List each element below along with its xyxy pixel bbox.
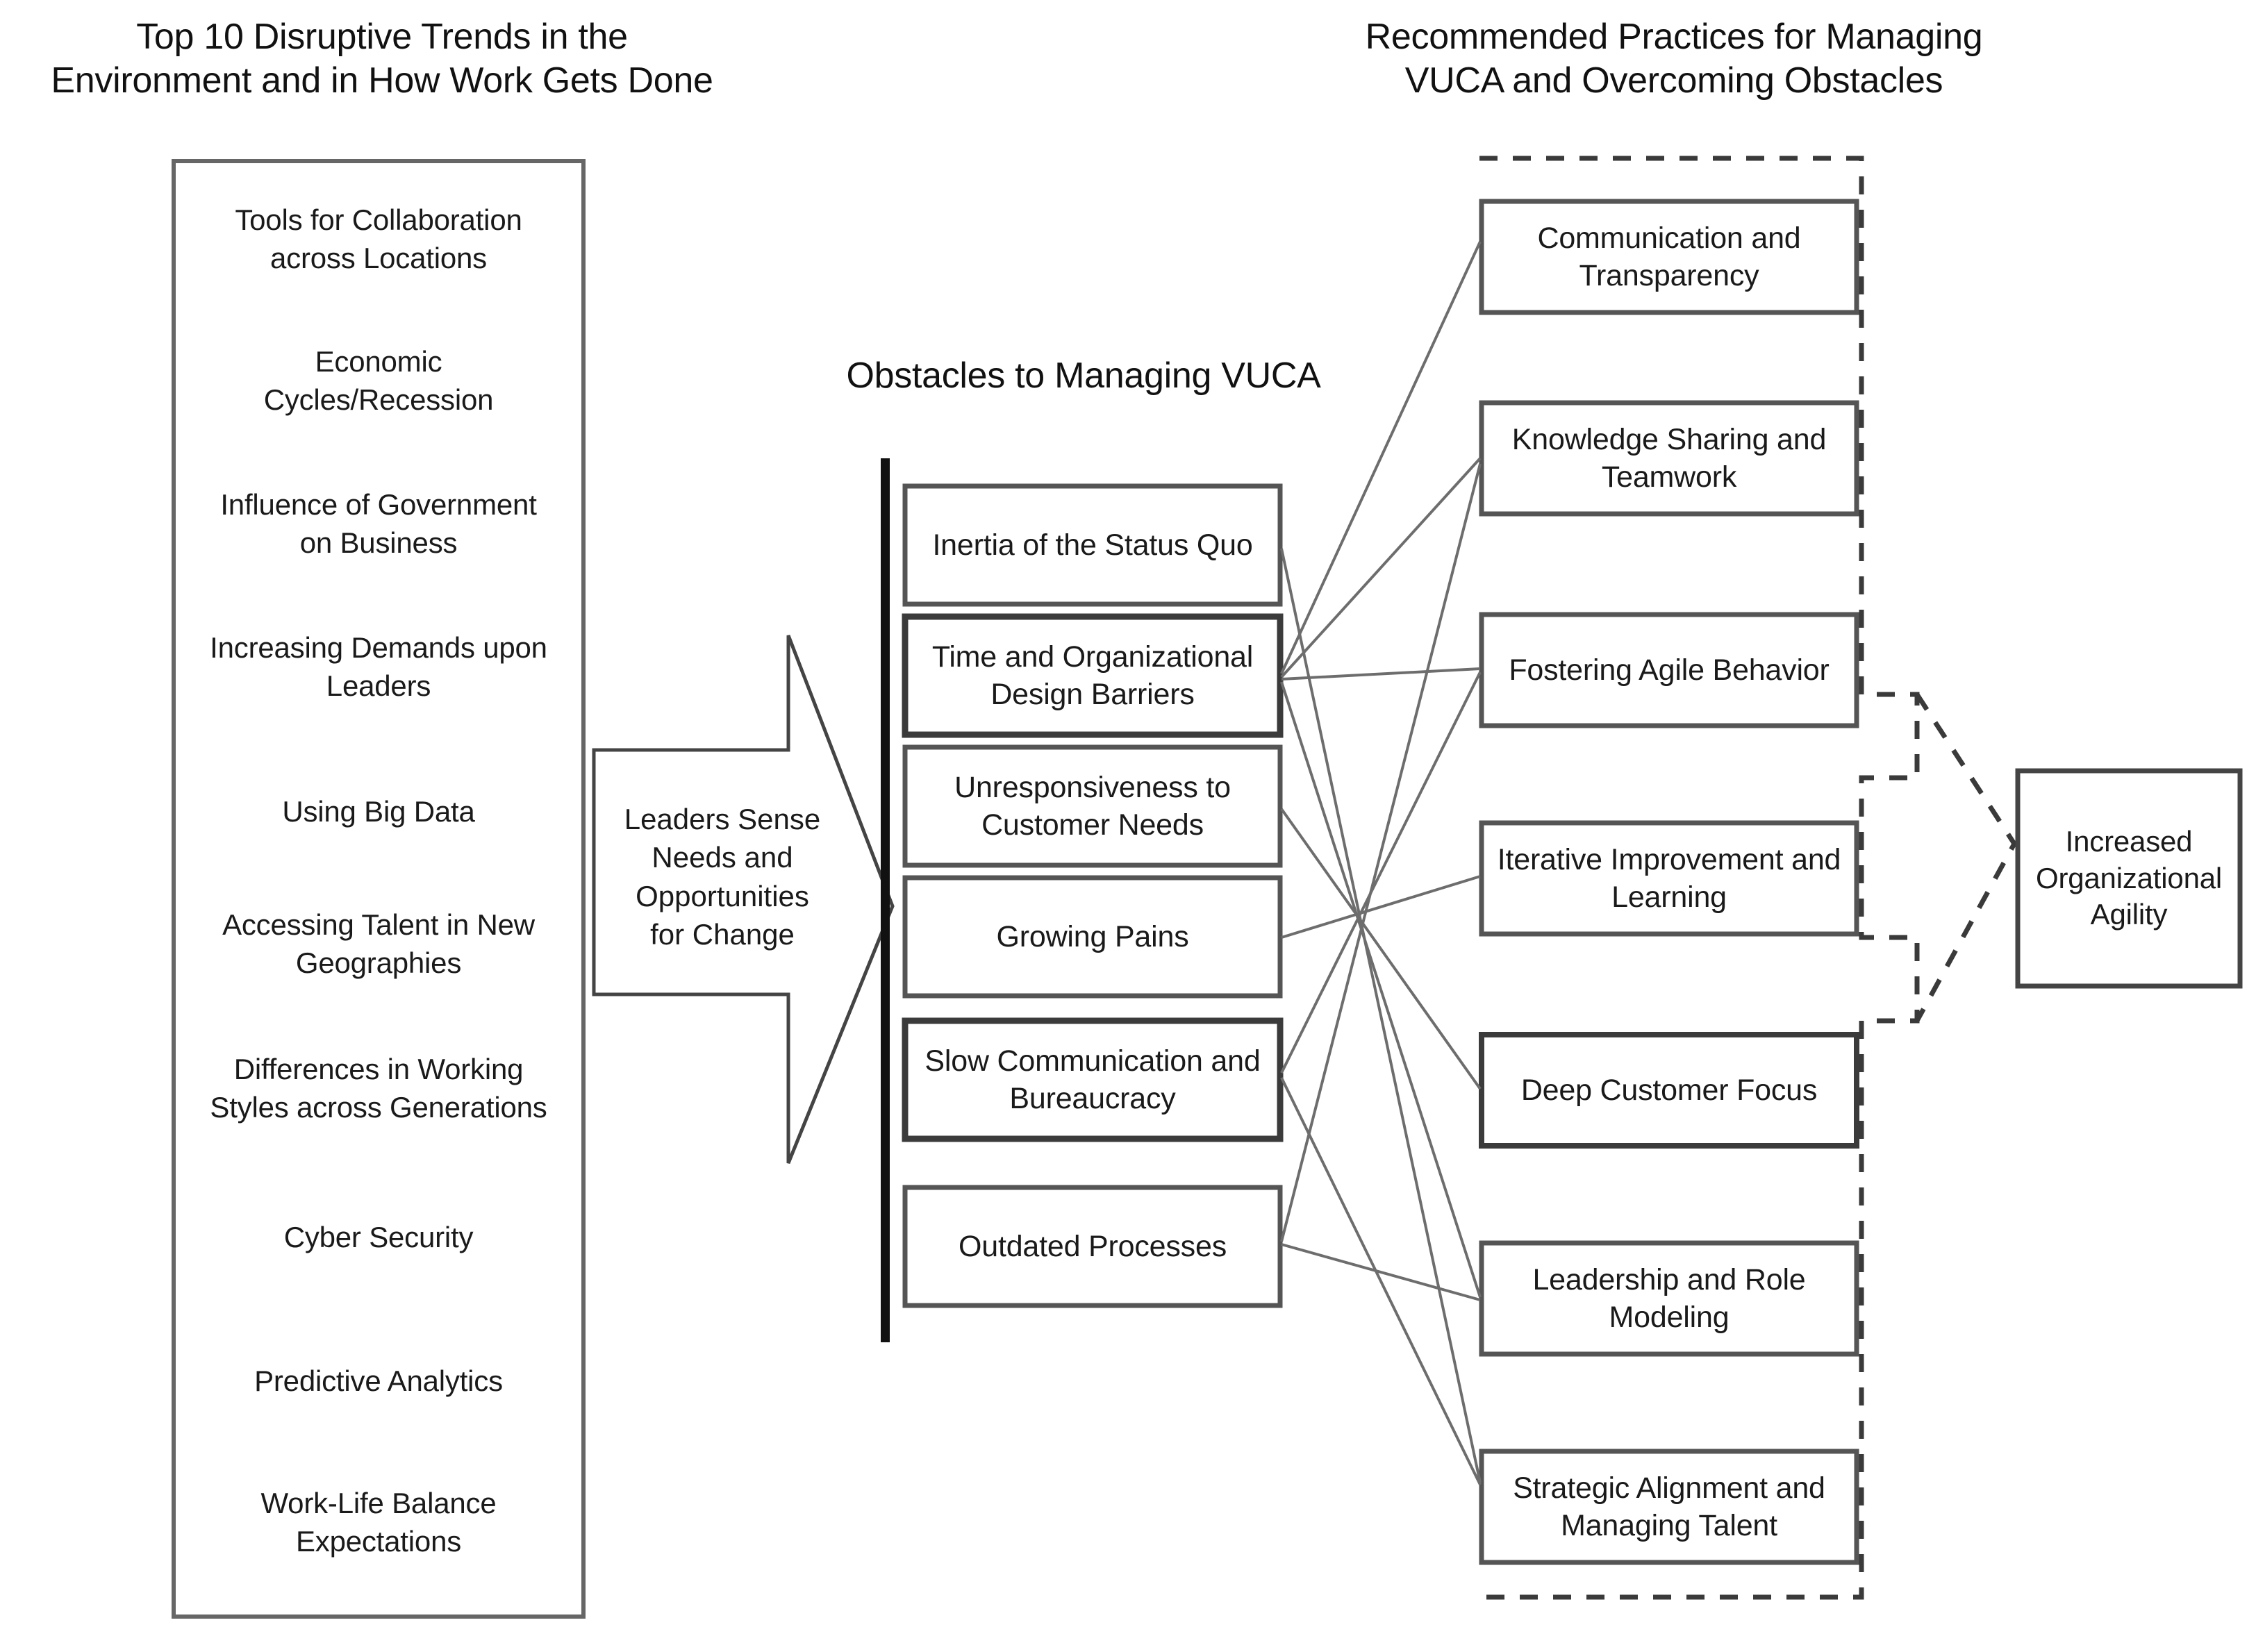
- leaders-sense-arrow-shape: [592, 635, 895, 1164]
- obstacle-box-2[interactable]: [902, 744, 1283, 868]
- practice-box-4[interactable]: [1479, 1032, 1859, 1149]
- practice-label-2: Fostering Agile Behavior: [1509, 653, 1830, 687]
- trend-item-4: Using Big Data: [282, 795, 475, 828]
- trend-item-8: Predictive Analytics: [254, 1365, 503, 1397]
- obstacle-label-0: Inertia of the Status Quo: [932, 528, 1253, 562]
- practice-box-1[interactable]: [1479, 400, 1859, 517]
- practice-label-5: Leadership and Role Modeling: [1532, 1262, 1806, 1334]
- obstacle-label-2: Unresponsiveness to Customer Needs: [954, 770, 1231, 842]
- trend-item-3: Increasing Demands upon Leaders: [210, 631, 547, 702]
- right-column-header: Recommended Practices for Managing VUCA …: [1365, 17, 1983, 101]
- obstacle-label-3: Growing Pains: [996, 919, 1189, 953]
- obstacles-spine-bar: [881, 458, 890, 1342]
- connector-slow-to-agile: [1280, 671, 1482, 1074]
- connector-time-to-agile: [1281, 667, 1481, 681]
- connector-lines: [1280, 241, 1482, 1485]
- trend-item-1: Economic Cycles/Recession: [263, 345, 494, 416]
- practice-box-3[interactable]: [1479, 820, 1859, 937]
- trend-item-6: Differences in Working Styles across Gen…: [210, 1053, 547, 1124]
- middle-column-header: Obstacles to Managing VUCA: [846, 356, 1321, 396]
- trend-item-5: Accessing Talent in New Geographies: [222, 908, 535, 979]
- connector-time-to-knowledge: [1280, 457, 1482, 678]
- connector-growing-to-iterative: [1281, 875, 1481, 939]
- connector-outdated-to-leadership: [1281, 1243, 1481, 1301]
- obstacle-box-3[interactable]: [902, 875, 1283, 999]
- practice-box-5[interactable]: [1479, 1240, 1859, 1357]
- obstacle-box-5[interactable]: [902, 1185, 1283, 1308]
- connector-slow-to-strategic: [1280, 1077, 1482, 1485]
- practice-label-6: Strategic Alignment and Managing Talent: [1513, 1471, 1825, 1542]
- obstacle-label-1: Time and Organizational Design Barriers: [931, 640, 1254, 711]
- outcome-box[interactable]: [2015, 768, 2243, 989]
- obstacle-box-1[interactable]: [902, 613, 1284, 738]
- leaders-sense-arrow-label: Leaders Sense Needs and Opportunities fo…: [624, 803, 821, 951]
- trend-item-9: Work-Life Balance Expectations: [260, 1487, 497, 1558]
- trends-container-box: [172, 159, 586, 1619]
- obstacle-box-4[interactable]: [902, 1017, 1284, 1142]
- practice-box-2[interactable]: [1479, 612, 1859, 728]
- outcome-dashed-arrow: [1914, 693, 2018, 1022]
- connector-inertia-to-strategic: [1280, 548, 1482, 1483]
- left-column-header: Top 10 Disruptive Trends in the Environm…: [51, 17, 713, 101]
- practice-box-6[interactable]: [1479, 1449, 1859, 1565]
- practice-label-0: Communication and Transparency: [1537, 221, 1801, 292]
- practice-box-0[interactable]: [1479, 199, 1859, 315]
- obstacle-label-5: Outdated Processes: [958, 1229, 1227, 1263]
- obstacle-label-4: Slow Communication and Bureaucracy: [924, 1044, 1261, 1115]
- trend-item-0: Tools for Collaboration across Locations: [235, 203, 522, 274]
- practice-label-3: Iterative Improvement and Learning: [1497, 842, 1841, 914]
- practice-label-4: Deep Customer Focus: [1520, 1073, 1818, 1107]
- connector-time-to-comm: [1280, 241, 1482, 674]
- outcome-label: Increased Organizational Agility: [2035, 824, 2223, 931]
- trend-item-2: Influence of Government on Business: [220, 488, 537, 559]
- connector-outdated-to-knowledge: [1280, 463, 1482, 1242]
- connector-time-to-leadership: [1280, 681, 1482, 1298]
- connector-unresponsive-to-deep: [1280, 808, 1482, 1090]
- practice-label-1: Knowledge Sharing and Teamwork: [1511, 422, 1827, 494]
- trend-item-7: Cyber Security: [283, 1221, 474, 1253]
- obstacle-box-0[interactable]: [902, 483, 1283, 607]
